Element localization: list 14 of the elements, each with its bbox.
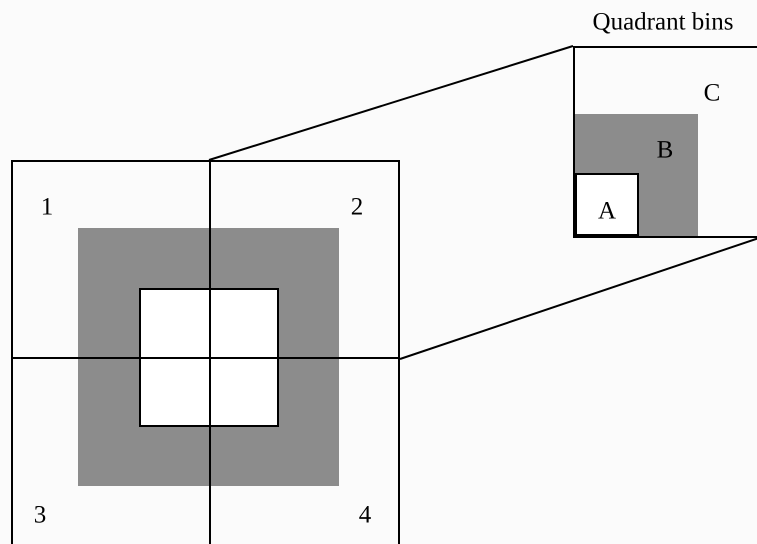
inset-title: Quadrant bins xyxy=(592,10,734,34)
bin-letter: B xyxy=(656,138,674,162)
quadrant-cell xyxy=(11,160,211,359)
quadrant-number: 1 xyxy=(40,194,54,220)
bin-letter: A xyxy=(598,198,616,224)
inner-bin xyxy=(575,173,639,236)
projection-line xyxy=(400,237,757,360)
bin-letter: C xyxy=(704,80,720,106)
projection-line xyxy=(208,45,574,161)
quadrant-number: 3 xyxy=(34,502,46,528)
quadrant-cell xyxy=(209,160,400,359)
quadrant-number: 4 xyxy=(358,502,372,528)
shaded-bin xyxy=(575,114,698,236)
quadrant-number: 2 xyxy=(350,194,364,220)
